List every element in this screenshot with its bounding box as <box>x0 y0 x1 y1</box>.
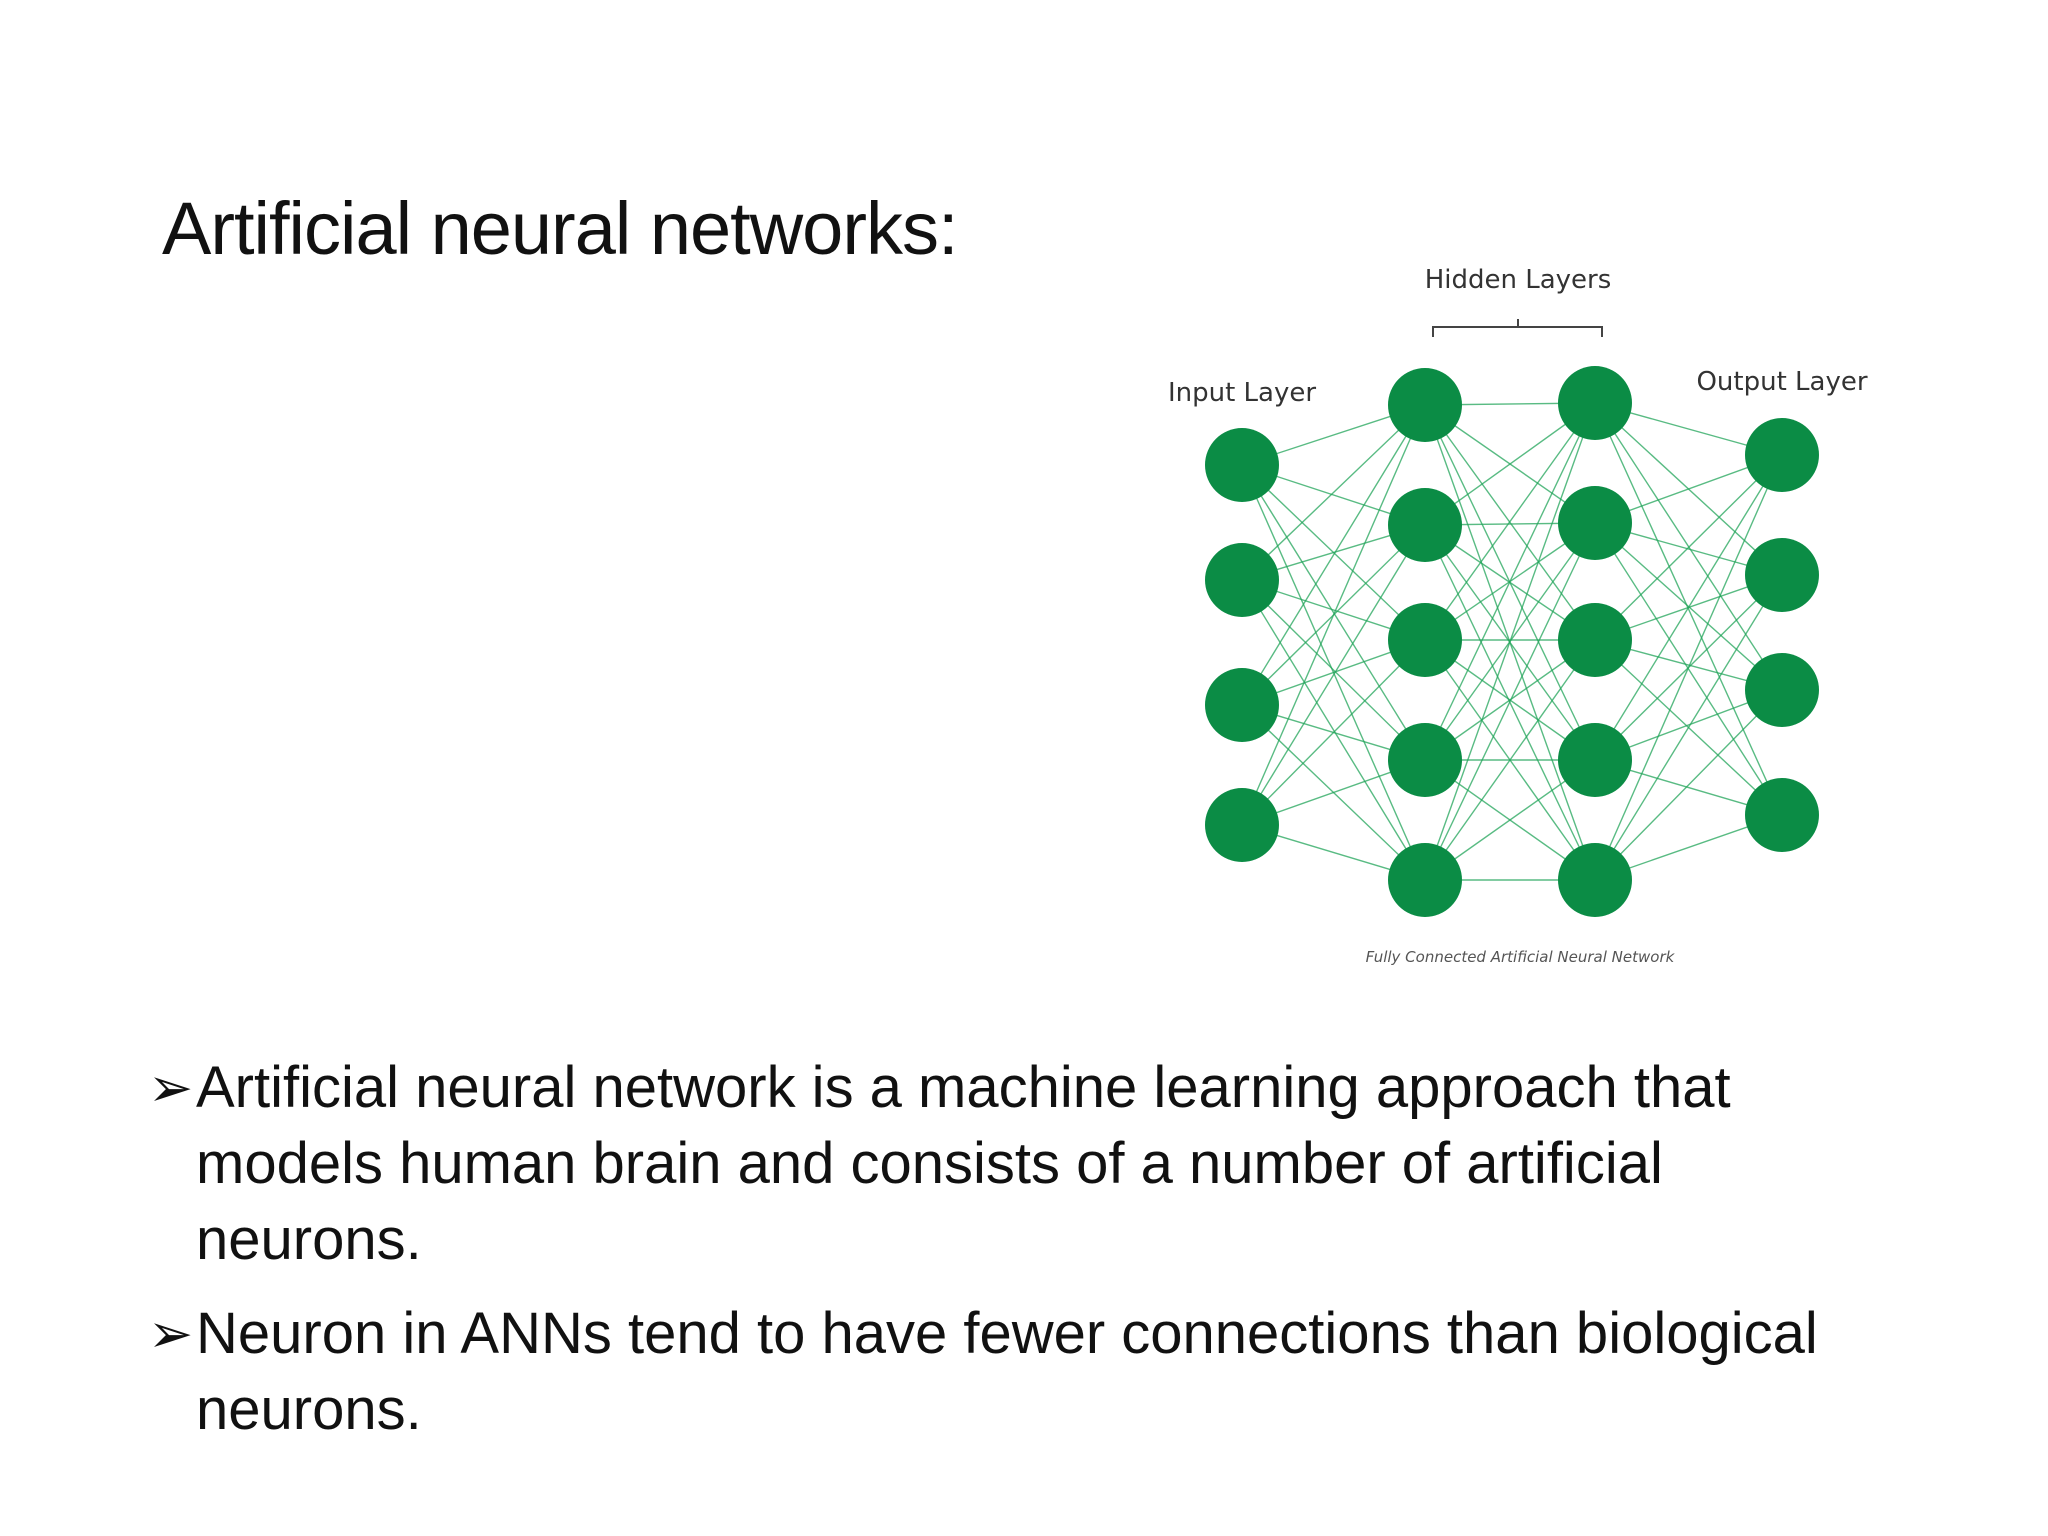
connection-edge <box>1594 454 1783 761</box>
hidden-1-neuron <box>1388 723 1462 797</box>
connection-edge <box>1594 574 1783 881</box>
neural-network-svg: Hidden Layers Input Layer Output Layer F… <box>1168 265 1868 966</box>
connection-edge <box>1424 522 1596 881</box>
bullet-text: Artificial neural network is a machine l… <box>196 1055 1731 1272</box>
hidden-2-neuron <box>1558 603 1632 677</box>
input-neuron <box>1205 428 1279 502</box>
bullet-item: ➢ Neuron in ANNs tend to have fewer conn… <box>148 1296 1948 1448</box>
hidden-1-neuron <box>1388 368 1462 442</box>
input-layer-label: Input Layer <box>1168 378 1316 408</box>
connection-edge <box>1424 402 1596 761</box>
neural-network-diagram: Hidden Layers Input Layer Output Layer F… <box>1140 255 1920 1035</box>
bullet-text: Neuron in ANNs tend to have fewer connec… <box>196 1301 1818 1442</box>
connection-edge <box>1241 639 1426 826</box>
input-neuron <box>1205 543 1279 617</box>
hidden-1-neuron <box>1388 603 1462 677</box>
connection-edge <box>1594 402 1783 816</box>
input-neuron <box>1205 788 1279 862</box>
connection-edges <box>1241 402 1783 881</box>
hidden-2-neuron <box>1558 486 1632 560</box>
connection-edge <box>1241 579 1426 881</box>
connection-edge <box>1594 689 1783 881</box>
connection-edge <box>1241 524 1426 826</box>
input-neuron <box>1205 668 1279 742</box>
arrow-bullet-icon: ➢ <box>148 1304 194 1364</box>
neuron-nodes <box>1205 366 1819 917</box>
hidden-layers-bracket <box>1432 319 1603 337</box>
hidden-1-neuron <box>1388 488 1462 562</box>
connection-edge <box>1241 579 1426 761</box>
bullet-item: ➢ Artificial neural network is a machine… <box>148 1050 1948 1278</box>
output-neuron <box>1745 538 1819 612</box>
connection-edge <box>1424 402 1596 881</box>
connection-edge <box>1241 404 1426 826</box>
connection-edge <box>1424 639 1596 881</box>
output-neuron <box>1745 418 1819 492</box>
connection-edge <box>1594 454 1783 881</box>
hidden-2-neuron <box>1558 723 1632 797</box>
arrow-bullet-icon: ➢ <box>148 1058 194 1118</box>
connection-edge <box>1594 454 1783 641</box>
connection-edge <box>1241 464 1426 761</box>
bullet-list: ➢ Artificial neural network is a machine… <box>148 1050 1948 1466</box>
diagram-caption: Fully Connected Artificial Neural Networ… <box>1366 948 1676 966</box>
connection-edge <box>1424 402 1596 641</box>
slide-title: Artificial neural networks: <box>162 187 959 270</box>
output-neuron <box>1745 778 1819 852</box>
hidden-2-neuron <box>1558 366 1632 440</box>
hidden-2-neuron <box>1558 843 1632 917</box>
connection-edge <box>1241 404 1426 706</box>
connection-edge <box>1241 404 1426 581</box>
hidden-1-neuron <box>1388 843 1462 917</box>
hidden-layers-label: Hidden Layers <box>1425 265 1612 295</box>
output-layer-label: Output Layer <box>1696 367 1867 397</box>
connection-edge <box>1594 402 1783 691</box>
output-neuron <box>1745 653 1819 727</box>
